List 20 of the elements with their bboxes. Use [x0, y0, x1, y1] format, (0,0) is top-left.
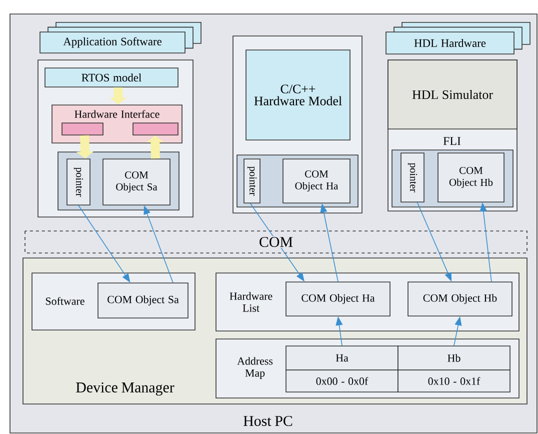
pointer-box: pointer — [66, 158, 90, 206]
table-cell: 0x10 - 0x1f — [398, 370, 510, 392]
table-cell: Hb — [398, 346, 510, 370]
object-box: COM Object Ha — [286, 282, 390, 316]
object-box: COM Object Sa — [102, 158, 170, 206]
table-cell: 0x00 - 0x0f — [286, 370, 398, 392]
stacked-tab: HDL Hardware — [386, 22, 530, 54]
model-box: C/C++ Hardware Model — [246, 50, 350, 140]
port-box — [132, 122, 178, 136]
object-box: COM Object Sa — [98, 282, 188, 318]
pointer-box: pointer — [400, 152, 424, 202]
object-box: COM Object Hb — [408, 282, 512, 316]
model-box: RTOS model — [44, 68, 178, 88]
object-box: COM Object Ha — [282, 158, 350, 204]
pointer-box: pointer — [244, 158, 260, 204]
port-box — [62, 122, 104, 136]
table-cell: Ha — [286, 346, 398, 370]
object-box: COM Object Hb — [438, 152, 504, 202]
stacked-tab: Application Software — [40, 22, 202, 54]
simulator-box: HDL Simulator — [388, 60, 518, 130]
